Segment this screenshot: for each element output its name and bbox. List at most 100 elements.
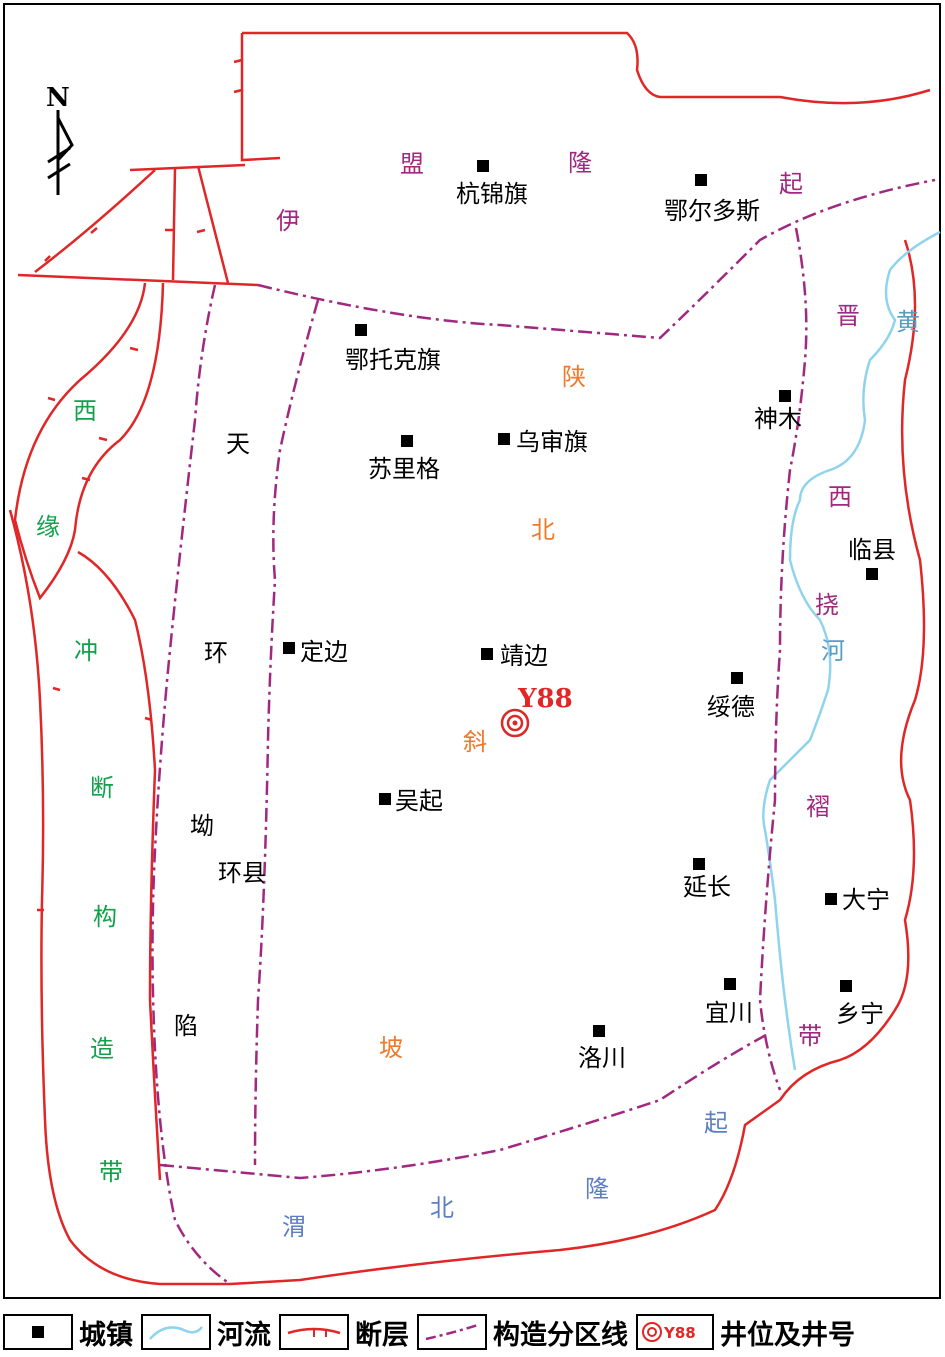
town-markers (283, 160, 878, 1037)
svg-text:带: 带 (798, 1022, 822, 1050)
north-arrow: N (46, 83, 74, 195)
fault-west-1 (13, 282, 165, 601)
svg-text:缘: 缘 (36, 513, 60, 541)
fault-top-west (240, 33, 281, 162)
fault-outer-boundary (8, 31, 931, 1286)
svg-text:陷: 陷 (174, 1012, 198, 1040)
svg-text:冲: 冲 (74, 637, 98, 665)
town-label: 绥德 (707, 693, 755, 721)
legend-town-swatch (3, 1314, 73, 1350)
svg-text:河: 河 (821, 637, 845, 665)
legend-river-swatch (141, 1314, 211, 1350)
town-marker (477, 160, 489, 172)
svg-text:构: 构 (93, 903, 117, 931)
town-marker (355, 324, 367, 336)
town-label: 环县 (218, 859, 266, 887)
town-marker (481, 648, 493, 660)
legend-well-sample: Y88 (663, 1324, 696, 1342)
north-arrow-icon (47, 110, 74, 195)
fault-vertical-1 (171, 167, 177, 281)
svg-text:起: 起 (779, 170, 803, 198)
town-marker (498, 433, 510, 445)
town-marker (401, 435, 413, 447)
svg-text:坡: 坡 (379, 1034, 403, 1062)
town-label: 乡宁 (836, 1000, 884, 1028)
svg-text:西: 西 (73, 397, 97, 425)
town-labels: 杭锦旗 鄂尔多斯 鄂托克旗 神木 苏里格 乌审旗 临县 定边 靖边 绥德 吴起 … (218, 180, 896, 1072)
town-marker (731, 672, 743, 684)
svg-text:盟: 盟 (400, 150, 424, 178)
town-marker (693, 858, 705, 870)
geologic-map: N 杭锦旗 鄂尔多斯 鄂托克旗 神木 苏里格 乌审旗 临县 定边 靖边 绥德 吴… (8, 31, 941, 1286)
svg-text:起: 起 (704, 1109, 728, 1137)
svg-text:斜: 斜 (463, 728, 487, 756)
region-yimeng-uplift: 伊 盟 隆 起 (276, 149, 803, 235)
region-weibei-uplift: 渭 北 隆 起 (282, 1109, 728, 1241)
svg-text:环: 环 (204, 639, 228, 667)
town-marker (593, 1025, 605, 1037)
fault-ticks (37, 58, 243, 912)
boundary-north (257, 178, 936, 340)
town-label: 延长 (683, 873, 731, 901)
town-label: 大宁 (842, 886, 890, 914)
legend-label: 构造分区线 (493, 1319, 628, 1351)
boundary-south (159, 1033, 767, 1180)
boundary-east (758, 227, 808, 1091)
svg-text:天: 天 (226, 430, 250, 458)
rivers (762, 230, 941, 1071)
north-label: N (46, 83, 70, 113)
town-marker (840, 980, 852, 992)
town-label: 靖边 (500, 642, 548, 670)
fault-west-2 (77, 550, 162, 1181)
svg-text:隆: 隆 (568, 149, 592, 177)
legend-fault-swatch (279, 1314, 349, 1350)
legend-item-boundary: 构造分区线 (417, 1313, 628, 1352)
legend-label: 河流 (217, 1319, 271, 1351)
town-marker (779, 390, 791, 402)
region-jinxi-fold-belt: 晋 西 挠 褶 带 (798, 302, 860, 1050)
town-label: 鄂托克旗 (345, 346, 441, 374)
legend-boundary-swatch (417, 1314, 487, 1350)
svg-text:挠: 挠 (815, 591, 839, 619)
region-tianhuan-depression: 天 环 坳 陷 (174, 430, 250, 1040)
boundary-tianhuan-west (151, 284, 231, 1286)
svg-text:断: 断 (90, 774, 114, 802)
town-label: 乌审旗 (516, 428, 588, 456)
svg-text:黄: 黄 (896, 308, 920, 336)
fault-diagonal-1 (34, 169, 156, 273)
svg-text:褶: 褶 (806, 793, 830, 821)
town-marker (866, 568, 878, 580)
well-label: Y88 (517, 684, 573, 714)
well-y88: Y88 (500, 684, 573, 738)
svg-text:北: 北 (531, 516, 555, 544)
fault-lines (8, 31, 931, 1286)
map-frame (3, 3, 941, 1299)
label-yellow-river: 黄 河 (821, 308, 920, 665)
town-label: 洛川 (578, 1044, 626, 1072)
svg-text:北: 北 (430, 1194, 454, 1222)
fault-vertical-2 (196, 165, 230, 284)
svg-text:坳: 坳 (190, 812, 214, 840)
town-label: 杭锦旗 (456, 180, 528, 208)
legend-item-fault: 断层 (279, 1313, 409, 1352)
town-marker (379, 793, 391, 805)
town-label: 临县 (848, 536, 896, 564)
svg-text:渭: 渭 (282, 1213, 306, 1241)
legend-label: 断层 (355, 1319, 409, 1351)
town-label: 定边 (300, 638, 348, 666)
svg-text:伊: 伊 (276, 207, 300, 235)
region-west-thrust-belt: 西 缘 冲 断 构 造 带 (36, 397, 123, 1186)
svg-text:隆: 隆 (585, 1175, 609, 1203)
town-marker (825, 893, 837, 905)
svg-text:西: 西 (828, 483, 852, 511)
legend-item-river: 河流 (141, 1313, 271, 1352)
town-marker (724, 978, 736, 990)
legend-item-well: Y88 井位及井号 (636, 1313, 855, 1352)
yellow-river (762, 230, 941, 1071)
town-label: 苏里格 (368, 455, 440, 483)
fault-horizontal-2 (17, 273, 259, 287)
town-label: 神木 (754, 405, 802, 433)
town-label: 鄂尔多斯 (664, 197, 760, 225)
legend: 城镇 河流 断层 构造分区线 Y88 井位及井号 (3, 1310, 941, 1354)
town-label: 宜川 (705, 999, 753, 1027)
